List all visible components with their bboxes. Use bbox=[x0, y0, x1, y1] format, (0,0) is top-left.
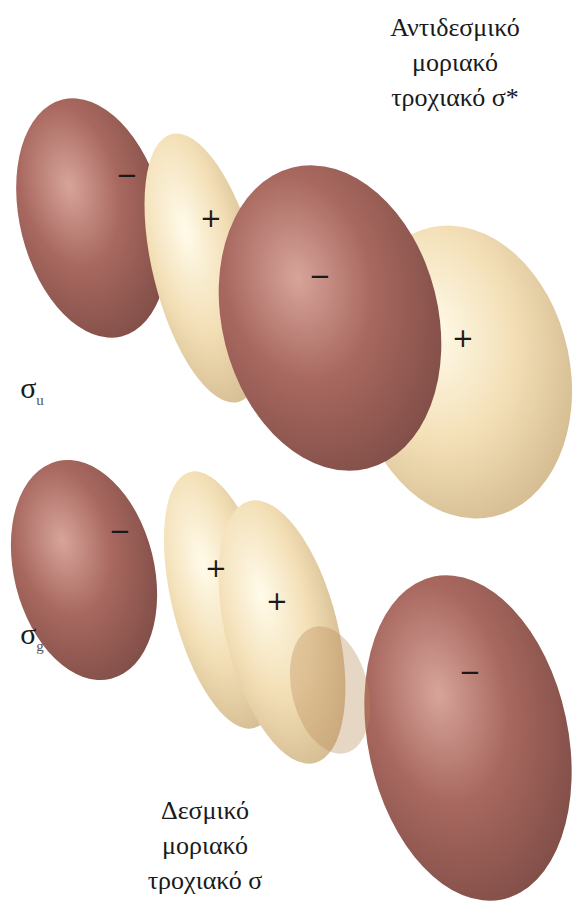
sign-label: + bbox=[205, 555, 227, 581]
caption-label: Αντιδεσμικό μοριακό τροχιακό σ* bbox=[370, 10, 540, 115]
sign-label: + bbox=[200, 205, 222, 231]
orbital-symbol: σu bbox=[20, 373, 44, 408]
sign-label: − bbox=[116, 162, 138, 188]
lobe-negative bbox=[0, 444, 179, 695]
sign-label: − bbox=[109, 518, 131, 544]
lobe-negative bbox=[336, 556, 572, 920]
sign-label: + bbox=[452, 325, 474, 351]
caption-label: Δεσμικό μοριακό τροχιακό σ bbox=[130, 793, 280, 898]
sign-label: + bbox=[266, 588, 288, 614]
sign-label: − bbox=[309, 263, 331, 289]
lobe-overlap bbox=[277, 618, 382, 763]
sign-label: − bbox=[459, 659, 481, 685]
lobe-negative bbox=[188, 141, 473, 494]
orbital-symbol: σg bbox=[20, 619, 44, 654]
